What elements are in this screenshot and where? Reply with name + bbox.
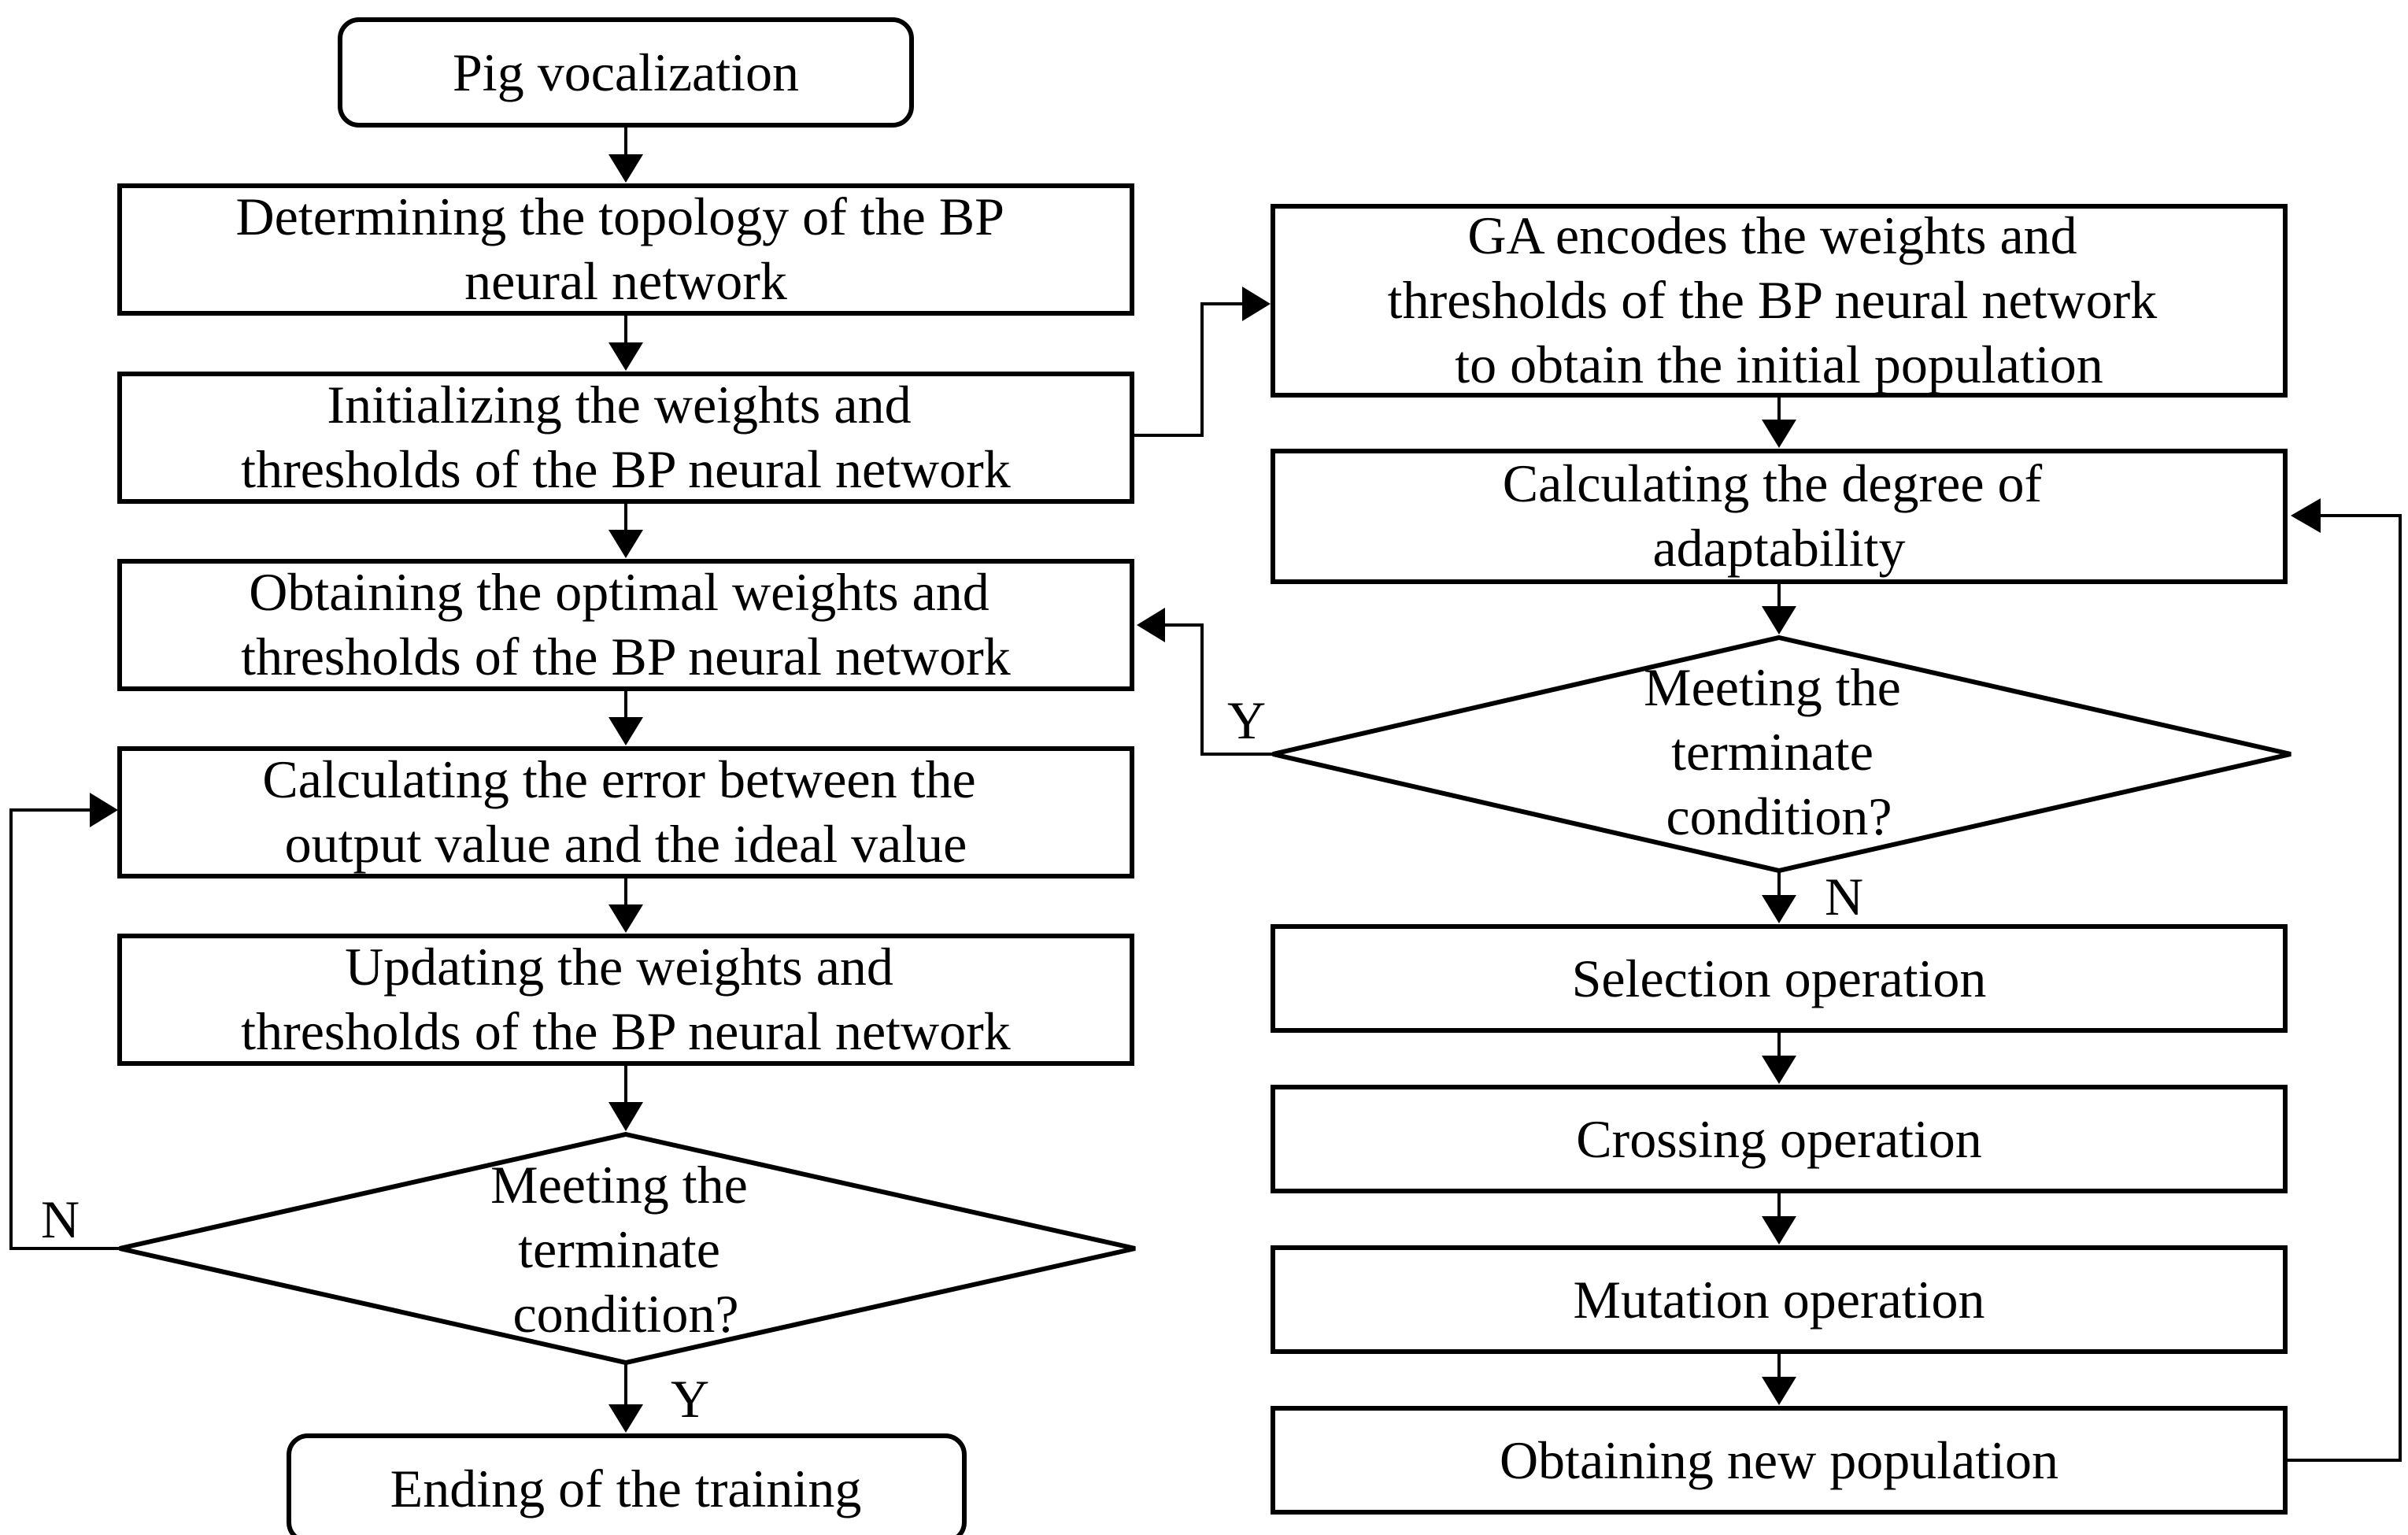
node-crossing: Crossing operation — [1271, 1085, 2288, 1193]
node-line: terminate — [518, 1219, 720, 1279]
node-line: GA encodes the weights and — [1467, 205, 2077, 265]
node-optimal-weights: Obtaining the optimal weights and thresh… — [117, 559, 1134, 691]
label-ga-yes: Y — [1227, 690, 1266, 750]
node-line: Ending of the training — [390, 1459, 862, 1518]
arrow-init-to-ga — [1132, 287, 1271, 437]
node-text: Obtaining new population — [1500, 1430, 2058, 1490]
node-text: Calculating the degree of adaptability — [1503, 453, 2055, 578]
node-line: neural network — [464, 251, 787, 311]
node-line: Selection operation — [1572, 949, 1987, 1008]
node-new-population: Obtaining new population — [1271, 1406, 2288, 1515]
arrow-crossing-to-mutation — [1762, 1193, 1796, 1245]
node-line: Pig vocalization — [453, 43, 799, 102]
node-line: Determining the topology of the BP — [236, 187, 1004, 246]
arrow-decision-to-end — [608, 1364, 643, 1433]
arrow-update-to-decision — [608, 1066, 643, 1131]
arrow-error-to-update — [608, 878, 643, 933]
node-line: Meeting the — [490, 1155, 748, 1215]
node-line: thresholds of the BP neural network — [1388, 270, 2158, 330]
node-text: Ending of the training — [390, 1459, 862, 1518]
node-text: Determining the topology of the BP neura… — [236, 187, 1016, 311]
label-bp-no: N — [41, 1189, 80, 1249]
arrow-new-population-loop — [2285, 498, 2402, 1462]
arrow-decision-ga-no — [1762, 872, 1796, 923]
arrow-optimal-to-error — [608, 691, 643, 745]
node-determine-topology: Determining the topology of the BP neura… — [117, 183, 1134, 316]
node-pig-vocalization: Pig vocalization — [338, 17, 914, 128]
node-line: thresholds of the BP neural network — [241, 627, 1011, 686]
label-bp-yes: Y — [671, 1369, 709, 1429]
node-init-weights: Initializing the weights and thresholds … — [117, 372, 1134, 504]
node-text: Updating the weights and thresholds of t… — [241, 937, 1011, 1061]
node-line: condition? — [512, 1284, 738, 1344]
node-text: Initializing the weights and thresholds … — [241, 375, 1011, 499]
node-line: Crossing operation — [1576, 1109, 1982, 1169]
node-selection: Selection operation — [1271, 924, 2288, 1033]
arrow-mutation-to-new-population — [1762, 1354, 1796, 1405]
node-update-weights: Updating the weights and thresholds of t… — [117, 934, 1134, 1066]
node-line: to obtain the initial population — [1455, 335, 2103, 394]
node-text: GA encodes the weights and thresholds of… — [1388, 205, 2171, 394]
node-text: Obtaining the optimal weights and thresh… — [241, 562, 1011, 686]
node-line: Meeting the — [1644, 657, 1901, 717]
arrow-adaptability-to-decision — [1762, 584, 1796, 634]
node-text: Crossing operation — [1576, 1109, 1982, 1169]
node-line: Initializing the weights and — [327, 375, 911, 435]
node-text: Meeting the terminate condition? — [490, 1155, 761, 1344]
node-line: thresholds of the BP neural network — [241, 439, 1011, 499]
arrow-decision-bp-no-loop — [9, 793, 120, 1250]
decision-terminate-ga: Meeting the terminate condition? — [1272, 634, 2291, 874]
node-calc-adaptability: Calculating the degree of adaptability — [1271, 449, 2288, 584]
arrow-decision-ga-yes — [1137, 608, 1273, 756]
node-text: Calculating the error between the output… — [262, 749, 989, 874]
node-line: adaptability — [1652, 518, 1905, 578]
node-text: Mutation operation — [1573, 1270, 1984, 1330]
node-text: Pig vocalization — [453, 43, 799, 102]
node-line: terminate — [1671, 722, 1874, 782]
label-ga-no: N — [1825, 867, 1863, 927]
node-line: condition? — [1666, 786, 1892, 846]
arrow-pig-to-topology — [608, 128, 643, 183]
node-line: Obtaining the optimal weights and — [249, 562, 989, 622]
node-line: Obtaining new population — [1500, 1430, 2058, 1490]
decision-terminate-bp: Meeting the terminate condition? — [119, 1131, 1136, 1366]
node-text: Selection operation — [1572, 949, 1987, 1008]
node-mutation: Mutation operation — [1271, 1245, 2288, 1354]
node-ga-encode: GA encodes the weights and thresholds of… — [1271, 204, 2288, 398]
node-text: Meeting the terminate condition? — [1644, 657, 1914, 846]
arrow-init-to-optimal — [608, 504, 643, 558]
node-line: Calculating the degree of — [1503, 453, 2043, 513]
arrow-selection-to-crossing — [1762, 1033, 1796, 1084]
arrow-topology-to-init — [608, 316, 643, 371]
arrow-ga-to-adaptability — [1762, 398, 1796, 448]
node-calc-error: Calculating the error between the output… — [117, 746, 1134, 878]
node-line: Mutation operation — [1573, 1270, 1984, 1330]
node-line: thresholds of the BP neural network — [241, 1001, 1011, 1061]
node-line: Calculating the error between the — [262, 749, 975, 809]
node-line: Updating the weights and — [345, 937, 893, 997]
node-end-training: Ending of the training — [287, 1433, 967, 1535]
node-line: output value and the ideal value — [285, 814, 967, 874]
